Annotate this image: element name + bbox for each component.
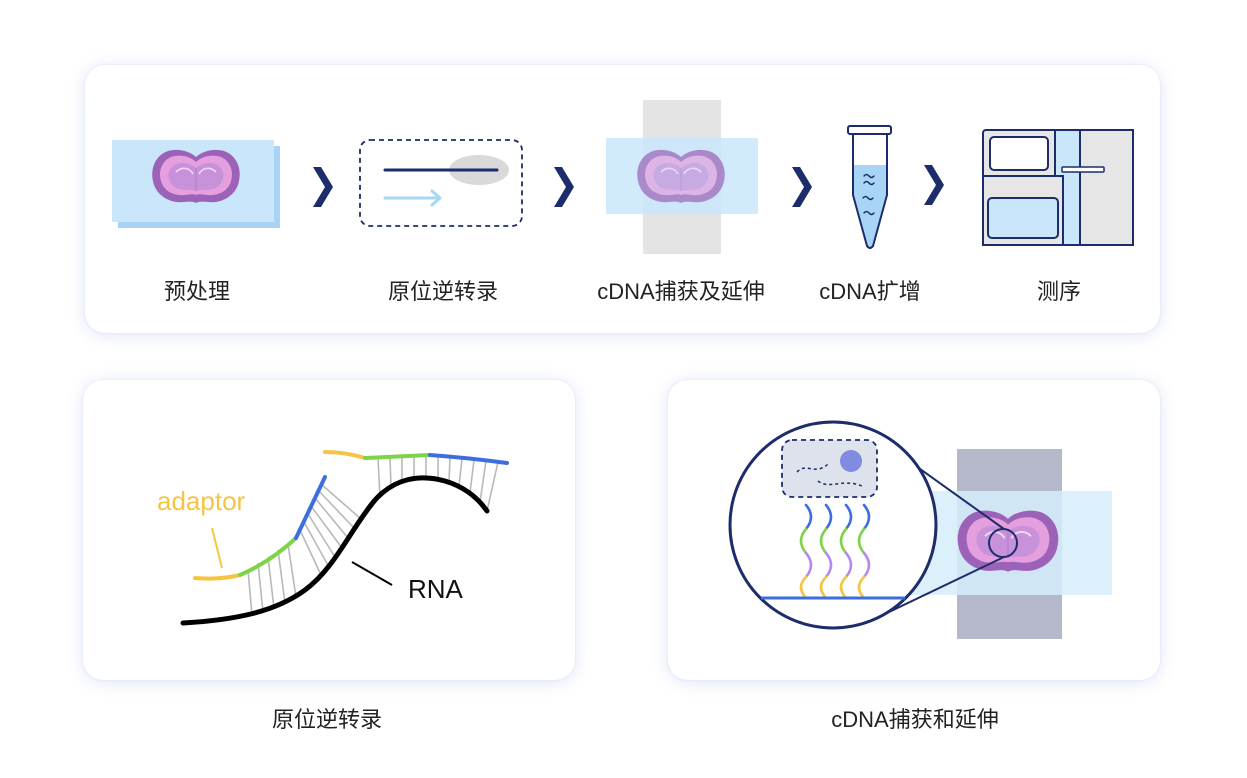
pcr-tube-icon <box>847 125 892 249</box>
capture-probe <box>857 503 871 600</box>
door-handle <box>1061 166 1105 173</box>
mrna-strand <box>796 463 829 473</box>
chevron-right-icon <box>554 167 574 207</box>
rna-label: RNA <box>408 574 463 604</box>
step-label-cdna-capture: cDNA捕获及延伸 <box>597 279 765 304</box>
mrna-strand <box>817 480 863 487</box>
capture-probe <box>839 503 853 600</box>
capture-slide-icon <box>606 100 758 254</box>
step-label-cdna-amplification: cDNA扩增 <box>819 279 921 304</box>
brain-section-icon <box>151 149 241 204</box>
adaptor-strand-lower <box>193 475 327 581</box>
arrow-right-icon <box>430 189 442 207</box>
sequencer-door <box>1079 129 1134 246</box>
rna-pointer <box>351 561 393 586</box>
tube-liquid <box>853 165 887 248</box>
rt-panel-caption: 原位逆转录 <box>271 707 383 732</box>
capture-probe <box>799 503 813 600</box>
adaptor-strand-upper <box>323 450 509 465</box>
chevron-right-icon <box>313 167 333 207</box>
sequencer-tray <box>987 197 1059 239</box>
cell-membrane <box>781 439 878 498</box>
rt-diagram <box>180 450 509 626</box>
adaptor-pointer <box>211 527 223 569</box>
cell-nucleus <box>840 450 862 472</box>
step-label-reverse-transcription: 原位逆转录 <box>387 279 499 304</box>
chevron-right-icon <box>924 165 944 205</box>
sequencer-screen <box>989 136 1049 171</box>
dashed-frame <box>359 139 523 227</box>
brain-section-icon <box>636 149 726 204</box>
tube-body <box>852 133 888 249</box>
capture-diagram <box>728 420 1112 639</box>
step-label-pretreatment: 预处理 <box>163 279 231 304</box>
dna-wave-marks <box>862 173 875 216</box>
capture-panel-caption: cDNA捕获和延伸 <box>831 707 999 732</box>
sequencer-icon <box>982 129 1134 246</box>
tissue-slide-icon <box>112 140 280 228</box>
chevron-right-icon <box>792 167 812 207</box>
capture-probe <box>819 503 833 600</box>
tube-cap <box>847 125 892 135</box>
step-label-sequencing: 测序 <box>1036 279 1082 304</box>
cell-icon <box>781 439 878 498</box>
base-pair-rungs <box>247 456 499 616</box>
adaptor-label: adaptor <box>157 486 246 516</box>
reverse-transcription-icon <box>359 139 523 227</box>
rna-strand <box>180 475 490 626</box>
brain-section-icon <box>956 509 1060 573</box>
capture-probe-icon <box>799 503 871 600</box>
